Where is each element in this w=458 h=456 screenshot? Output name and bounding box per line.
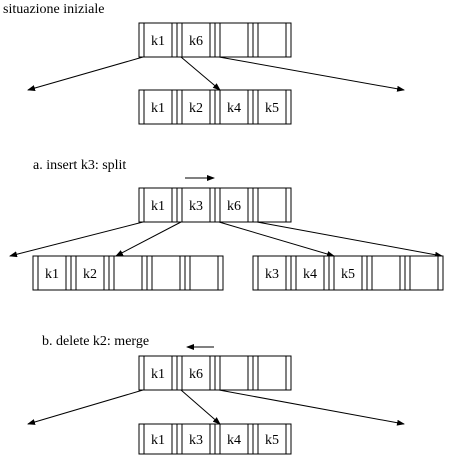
- node-key: k1: [151, 433, 165, 448]
- node-key: k4: [227, 433, 241, 448]
- node-key: k1: [151, 367, 165, 382]
- node-key: k1: [151, 199, 165, 214]
- node-key: k1: [45, 267, 59, 282]
- node-initial-child: k1 k2 k4 k5: [138, 89, 292, 125]
- edges-merge: [27, 389, 405, 426]
- edges-initial: [27, 56, 405, 92]
- node-key: k6: [227, 199, 241, 214]
- node-key: k6: [189, 367, 203, 382]
- node-key: k3: [189, 199, 203, 214]
- node-key: k3: [189, 433, 203, 448]
- node-key: k1: [151, 34, 165, 49]
- node-split-right: k3 k4 k5: [252, 255, 444, 291]
- node-key: k5: [265, 101, 279, 116]
- edges-split: [9, 221, 443, 258]
- node-merge-root: k1 k6: [138, 355, 292, 391]
- node-split-left: k1 k2: [32, 255, 224, 291]
- node-key: k5: [341, 267, 355, 282]
- node-frame: [252, 255, 444, 291]
- node-initial-root: k1 k6: [138, 22, 292, 58]
- node-key: k5: [265, 433, 279, 448]
- node-key: k1: [151, 101, 165, 116]
- node-key: k4: [227, 101, 241, 116]
- node-key: k2: [189, 101, 203, 116]
- node-frame: [32, 255, 224, 291]
- node-key: k6: [189, 34, 203, 49]
- label-initial: situazione iniziale: [3, 2, 104, 17]
- node-key: k4: [303, 267, 317, 282]
- node-key: k3: [265, 267, 279, 282]
- label-step-a: a. insert k3: split: [33, 158, 126, 173]
- label-step-b: b. delete k2: merge: [42, 334, 149, 349]
- node-key: k2: [83, 267, 97, 282]
- node-split-root: k1 k3 k6: [138, 187, 292, 223]
- node-merge-child: k1 k3 k4 k5: [138, 423, 292, 455]
